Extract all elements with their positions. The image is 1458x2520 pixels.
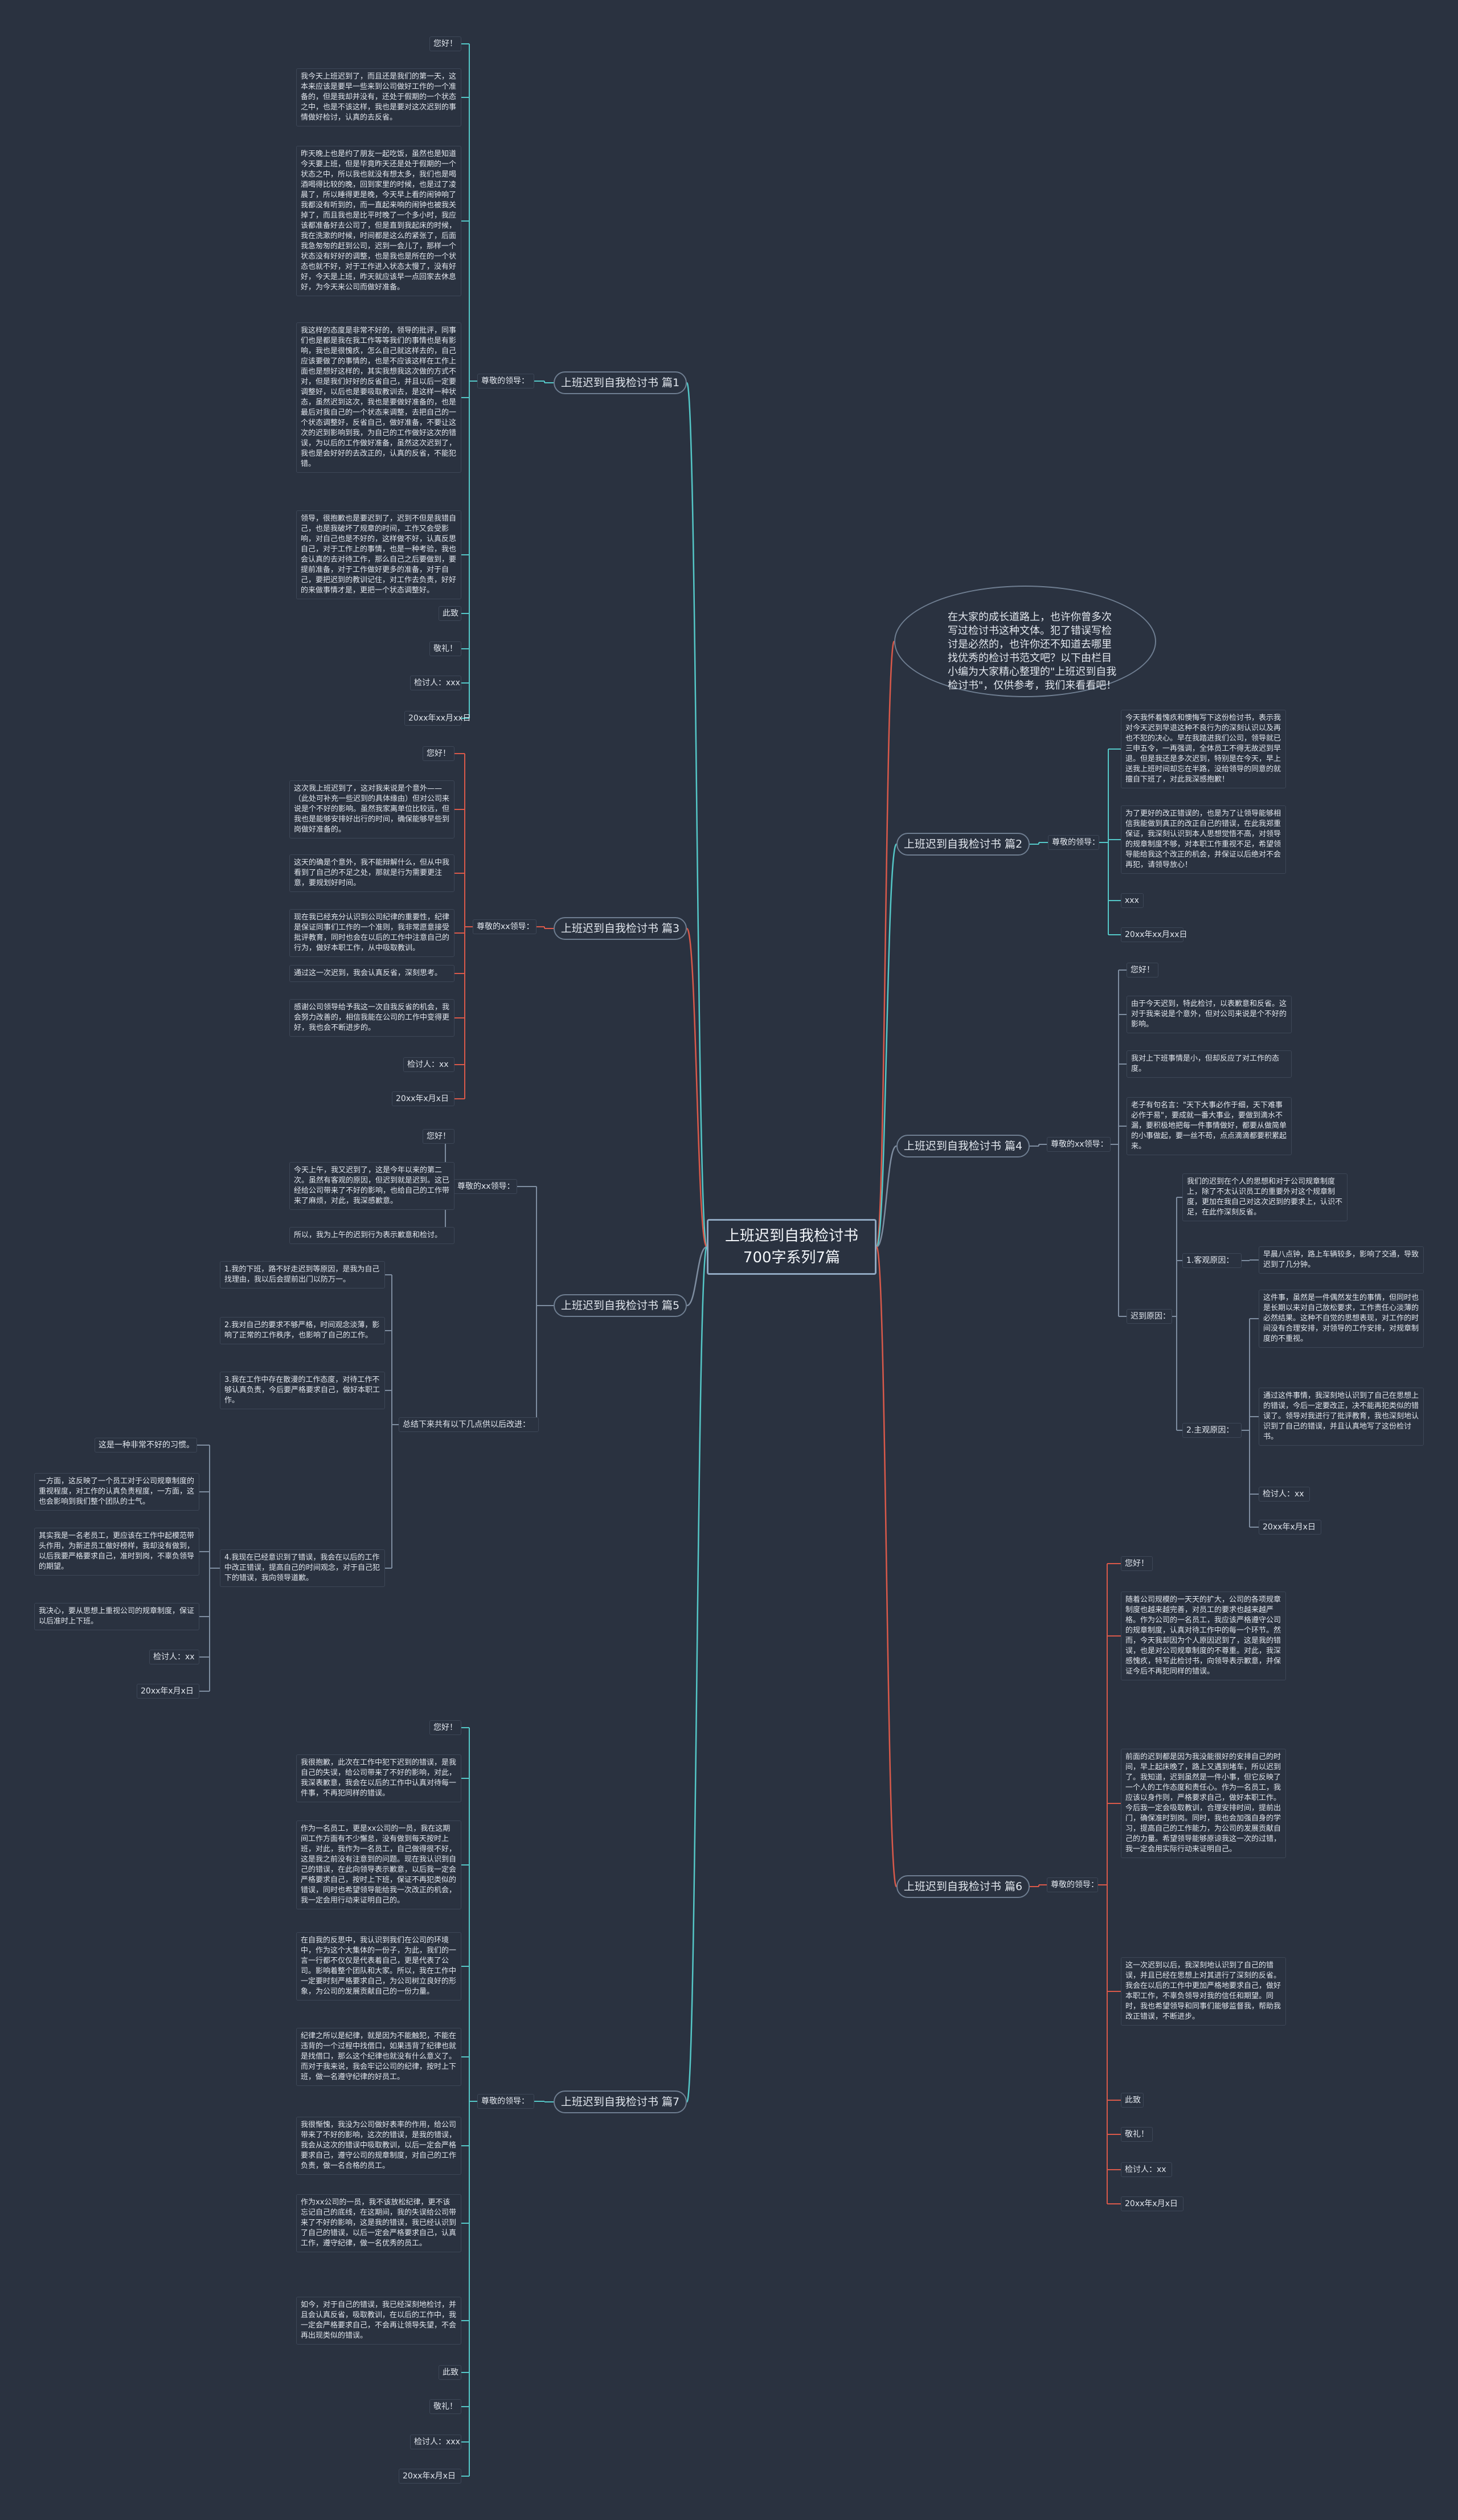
- pian3-greeting[interactable]: 您好！: [423, 746, 454, 761]
- connector-6: [876, 1145, 897, 1248]
- branch-pian6[interactable]: 上班迟到自我检讨书 篇6: [896, 1875, 1030, 1898]
- pian5-lessons-label[interactable]: 总结下来共有以下几点供以后改进：: [399, 1417, 539, 1432]
- branch-pian7[interactable]: 上班迟到自我检讨书 篇7: [554, 2091, 687, 2113]
- pian2-signer[interactable]: xxx: [1121, 893, 1144, 908]
- pian4-subjective-label[interactable]: 2.主观原因：: [1182, 1423, 1242, 1438]
- pian5-paragraph-2[interactable]: 所以，我为上午的迟到行为表示歉意和检讨。: [289, 1227, 454, 1244]
- pian1-greeting[interactable]: 您好！: [429, 36, 461, 51]
- pian5-date[interactable]: 20xx年x月x日: [137, 1684, 199, 1699]
- pian5-sub-paragraph-2[interactable]: 其实我是一名老员工，更应该在工作中起模范带头作用，为新进员工做好榜样，我却没有做…: [34, 1528, 199, 1576]
- pian7-paragraph-1[interactable]: 我很抱歉，此次在工作中犯下迟到的错误，是我自己的失误，给公司带来了不好的影响，对…: [296, 1754, 461, 1802]
- pian1-paragraph-3[interactable]: 我这样的态度是非常不好的，领导的批评，同事们也是都是我在我工作等等我们的事情也是…: [296, 322, 461, 473]
- pian1-signer[interactable]: 检讨人：xxx: [410, 676, 461, 690]
- pian1-paragraph-4[interactable]: 领导，很抱歉也是要迟到了，迟到不但是我错自己，也是我破坏了规章的时间，工作又会受…: [296, 510, 461, 599]
- pian5-sub-paragraph-3[interactable]: 我决心，要从思想上重视公司的规章制度，保证以后准时上下班。: [34, 1603, 199, 1630]
- pian5-lesson-1[interactable]: 1.我的下班，路不好走迟到等原因，是我为自己找理由，我以后会提前出门以防万一。: [220, 1261, 385, 1288]
- branch-pian5[interactable]: 上班迟到自我检讨书 篇5: [554, 1294, 687, 1317]
- branch-pian2[interactable]: 上班迟到自我检讨书 篇2: [896, 833, 1030, 856]
- pian6-signer[interactable]: 检讨人：xx: [1121, 2162, 1172, 2177]
- pian1-salute[interactable]: 敬礼！: [429, 641, 461, 656]
- pian6-paragraph-2[interactable]: 前面的迟到都是因为我没能很好的安排自己的时间，早上起床晚了，路上又遇到堵车，所以…: [1121, 1749, 1286, 1858]
- pian7-paragraph-3[interactable]: 在自我的反思中，我认识到我们在公司的环境中，作为这个大集体的一份子，为此，我们的…: [296, 1932, 461, 2001]
- pian4-paragraph-1[interactable]: 由于今天迟到，特此检讨，以表歉意和反省。这对于我来说是个意外，但对公司来说是个不…: [1127, 996, 1292, 1033]
- connector-0: [686, 382, 708, 1248]
- pian2-date[interactable]: 20xx年xx月xx日: [1121, 927, 1187, 942]
- addressee-pian6[interactable]: 尊敬的领导：: [1047, 1877, 1099, 1892]
- connector-5: [875, 843, 898, 1248]
- pian2-paragraph-2[interactable]: 为了更好的改正错误的，也是为了让领导能够相信我能做到真正的改正自己的错误，在此我…: [1121, 805, 1286, 874]
- addressee-pian3[interactable]: 尊敬的xx领导：: [473, 919, 536, 934]
- pian5-lesson-3[interactable]: 3.我在工作中存在散漫的工作态度，对待工作不够认真负责，今后要严格要求自己，做好…: [220, 1372, 385, 1409]
- pian5-lesson-4[interactable]: 4.我现在已经意识到了错误，我会在以后的工作中改正错误，提高自己的时间观念，对于…: [220, 1549, 385, 1587]
- pian6-greeting[interactable]: 您好！: [1121, 1556, 1153, 1571]
- pian4-signer[interactable]: 检讨人：xx: [1259, 1487, 1310, 1502]
- pian6-closing[interactable]: 此致: [1121, 2093, 1144, 2108]
- pian1-closing[interactable]: 此致: [439, 606, 461, 621]
- pian1-paragraph-1[interactable]: 我今天上班迟到了，而且还是我们的第一天，这本来应该是要早一些来到公司做好工作的一…: [296, 68, 461, 126]
- root-topic[interactable]: 上班迟到自我检讨书700字系列7篇: [707, 1219, 877, 1275]
- connector-2: [686, 1246, 707, 1307]
- pian3-paragraph-3[interactable]: 现在我已经充分认识到公司纪律的重要性，纪律是保证同事们工作的一个准则，我非常愿意…: [289, 909, 454, 957]
- pian6-paragraph-3[interactable]: 这一次迟到以后，我深刻地认识到了自己的错误，并且已经在思想上对其进行了深刻的反省…: [1121, 1957, 1286, 2026]
- pian3-paragraph-2[interactable]: 这天的确是个意外，我不能辩解什么，但从中我看到了自己的不足之处，那就是行为需要更…: [289, 854, 454, 892]
- branch-pian3[interactable]: 上班迟到自我检讨书 篇3: [554, 917, 687, 940]
- addressee-pian1[interactable]: 尊敬的领导：: [477, 374, 534, 388]
- addressee-pian7[interactable]: 尊敬的领导：: [477, 2094, 534, 2109]
- pian7-closing[interactable]: 此致: [439, 2365, 461, 2380]
- pian4-objective-label[interactable]: 1.客观原因：: [1182, 1253, 1242, 1268]
- pian6-date[interactable]: 20xx年x月x日: [1121, 2196, 1183, 2211]
- pian6-paragraph-1[interactable]: 随着公司规模的一天天的扩大，公司的各项规章制度也越来越完善，对员工的要求也越来越…: [1121, 1592, 1286, 1680]
- pian3-signer[interactable]: 检讨人：xx: [403, 1057, 454, 1072]
- addressee-pian5[interactable]: 尊敬的xx领导：: [453, 1179, 517, 1194]
- pian5-lesson-2[interactable]: 2.我对自己的要求不够严格，时间观念淡薄，影响了正常的工作秩序，也影响了自己的工…: [220, 1317, 385, 1344]
- pian7-paragraph-2[interactable]: 作为一名员工，更是xx公司的一员，我在这期间工作方面有不少懈怠，没有做到每天按时…: [296, 1821, 461, 1909]
- pian5-signer[interactable]: 检讨人：xx: [149, 1650, 199, 1664]
- pian5-sub-note[interactable]: 这是一种非常不好的习惯。: [95, 1438, 197, 1453]
- pian4-reasons-label[interactable]: 迟到原因：: [1127, 1309, 1172, 1324]
- pian3-paragraph-1[interactable]: 这次我上班迟到了，这对我来说是个意外——（此处可补充一些迟到的具体缘由）但对公司…: [289, 780, 454, 838]
- pian1-date[interactable]: 20xx年xx月xx日: [404, 711, 471, 726]
- pian7-paragraph-5[interactable]: 我很惭愧，我没为公司做好表率的作用，给公司带来了不好的影响，这次的错误，是我的错…: [296, 2117, 461, 2175]
- pian7-greeting[interactable]: 您好！: [429, 1720, 461, 1735]
- pian7-paragraph-4[interactable]: 纪律之所以是纪律，就是因为不能触犯，不能在违背的一个过程中找借口，如果违背了纪律…: [296, 2028, 461, 2086]
- pian7-salute[interactable]: 敬礼！: [429, 2399, 461, 2414]
- pian7-date[interactable]: 20xx年x月x日: [399, 2469, 461, 2484]
- pian5-sub-paragraph-1[interactable]: 一方面，这反映了一个员工对于公司规章制度的重视程度，对工作的认真负责程度，一方面…: [34, 1473, 199, 1511]
- pian6-salute[interactable]: 敬礼！: [1121, 2127, 1153, 2142]
- pian7-paragraph-7[interactable]: 如今，对于自己的错误，我已经深刻地检讨，并且会认真反省，吸取教训，在以后的工作中…: [296, 2297, 461, 2345]
- pian3-date[interactable]: 20xx年x月x日: [392, 1091, 454, 1106]
- pian5-greeting[interactable]: 您好！: [423, 1129, 454, 1144]
- pian4-greeting[interactable]: 您好！: [1127, 963, 1158, 977]
- connector-1: [686, 927, 708, 1248]
- addressee-pian4[interactable]: 尊敬的xx领导：: [1047, 1137, 1111, 1152]
- pian3-paragraph-4[interactable]: 通过这一次迟到，我会认真反省，深刻思考。: [289, 965, 454, 982]
- connector-7: [875, 1246, 898, 1888]
- branch-pian1[interactable]: 上班迟到自我检讨书 篇1: [554, 371, 687, 394]
- pian7-paragraph-6[interactable]: 作为xx公司的一员，我不该放松纪律，更不该忘记自己的底线，在这期间，我的失误给公…: [296, 2194, 461, 2252]
- pian4-reason-intro[interactable]: 我们的迟到在个人的思想和对于公司规章制度上，除了不太认识员工的重要外对这个规章制…: [1182, 1173, 1348, 1221]
- pian5-paragraph-1[interactable]: 今天上午，我又迟到了，这是今年以来的第二次。虽然有客观的原因，但迟到就是迟到。这…: [289, 1162, 454, 1210]
- pian4-subjective-text-1[interactable]: 这件事，虽然是一件偶然发生的事情，但同时也是长期以来对自己放松要求，工作责任心淡…: [1259, 1290, 1424, 1348]
- pian4-objective-text[interactable]: 早晨八点钟，路上车辆较多，影响了交通，导致迟到了几分钟。: [1259, 1246, 1424, 1274]
- pian4-paragraph-2[interactable]: 我对上下班事情是小，但却反应了对工作的态度。: [1127, 1050, 1292, 1078]
- pian1-paragraph-2[interactable]: 昨天晚上也是约了朋友一起吃饭，虽然也是知道今天要上班，但是毕竟昨天还是处于假期的…: [296, 146, 461, 296]
- addressee-pian2[interactable]: 尊敬的领导：: [1048, 835, 1100, 850]
- connector-3: [686, 1246, 708, 2103]
- pian4-date[interactable]: 20xx年x月x日: [1259, 1520, 1321, 1535]
- pian7-signer[interactable]: 检讨人：xxx: [410, 2435, 461, 2449]
- pian3-paragraph-5[interactable]: 感谢公司领导给予我这一次自我反省的机会，我会努力改善的，相信我能在公司的工作中变…: [289, 999, 454, 1037]
- pian2-paragraph-1[interactable]: 今天我怀着愧疚和懊悔写下这份检讨书，表示我对今天迟到早退这种不良行为的深刻认识以…: [1121, 710, 1286, 788]
- branch-pian4[interactable]: 上班迟到自我检讨书 篇4: [896, 1135, 1030, 1157]
- intro-summary[interactable]: 在大家的成长道路上，也许你曾多次写过检讨书这种文体。犯了错误写检讨是必然的，也许…: [894, 586, 1156, 697]
- pian4-subjective-text-2[interactable]: 通过这件事情，我深刻地认识到了自己在思想上的错误，今后一定要改正，决不能再犯类似…: [1259, 1388, 1424, 1446]
- connector-4: [875, 640, 895, 1248]
- pian4-paragraph-3[interactable]: 老子有句名言："天下大事必作于细，天下难事必作于易"，要成就一番大事业，要做到滴…: [1127, 1097, 1292, 1155]
